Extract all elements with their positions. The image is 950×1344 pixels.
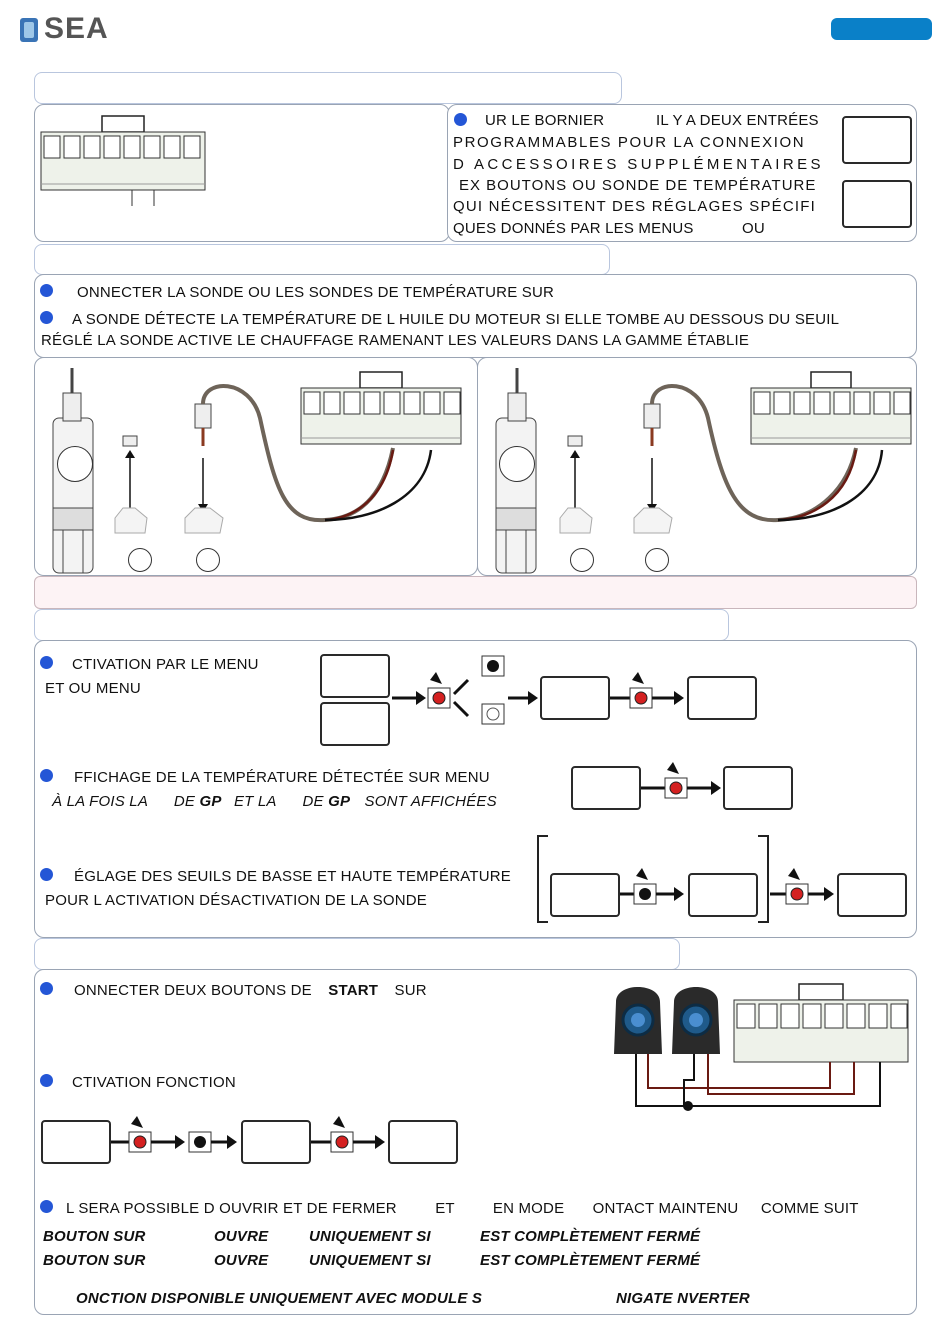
s1-line6b: OU [742,220,765,237]
s4-foot-a: ONCTION DISPONIBLE UNIQUEMENT AVEC MODUL… [76,1290,483,1307]
s4-b3a: L SERA POSSIBLE D OUVRIR ET DE FERMER [66,1200,397,1217]
bullet-4 [40,656,53,669]
logo-mark-icon [20,18,38,42]
s1-line4: EX BOUTONS OU SONDE DE TEMPÉRATURE [459,177,817,194]
flow4-display-c [388,1120,458,1164]
bullet-9 [40,1200,53,1213]
note-bar [34,576,917,609]
s3-b2i1: À LA FOIS LA [52,793,148,810]
s4-b1-line: ONNECTER DEUX BOUTONS DE START SUR [74,982,427,999]
flow4-graphics-a [111,1116,237,1153]
s4-b3d: ONTACT MAINTENU [592,1200,739,1217]
s4-r1d: EST COMPLÈTEMENT FERMÉ [480,1228,701,1245]
flow3-display-a [550,873,620,917]
s3-b1: CTIVATION PAR LE MENU [72,656,259,673]
flow1-display-b [320,702,390,746]
step-circle-l2 [196,548,220,572]
flow2-graphics [641,762,721,799]
s4-b3c: EN MODE [492,1200,565,1217]
s3-b2i4: DE [302,793,324,810]
menu-display-1 [842,116,912,164]
step-circle-r2 [645,548,669,572]
terminal-block-1 [40,115,206,206]
s3-b1b: ET OU MENU [45,680,141,697]
wiring-diagram-left [52,368,462,574]
s4-r2d: EST COMPLÈTEMENT FERMÉ [480,1252,701,1269]
bullet-8 [40,1074,53,1087]
section-header-4 [34,938,680,970]
s3-b3: ÉGLAGE DES SEUILS DE BASSE ET HAUTE TEMP… [74,868,512,885]
s3-b3b: POUR L ACTIVATION DÉSACTIVATION DE LA SO… [45,892,428,909]
s4-b2: CTIVATION FONCTION [72,1074,236,1091]
flow4-display-a [41,1120,111,1164]
s4-r2b: OUVRE [214,1252,269,1269]
menu-display-2 [842,180,912,228]
flow1-display-c [540,676,610,720]
s3-b2i5: SONT AFFICHÉES [364,793,497,810]
section-2-text-box [34,274,917,358]
s4-b1a: ONNECTER DEUX BOUTONS DE [74,982,312,999]
bullet-3 [40,311,53,324]
s4-foot-b: NIGATE NVERTER [616,1290,750,1307]
actuator-label-circle-right [499,446,535,482]
s4-r1b: OUVRE [214,1228,269,1245]
flow4-display-b [241,1120,311,1164]
flow2-display-b [723,766,793,810]
logo-text: SEA [44,12,109,45]
s4-b3b: ET [435,1200,455,1217]
header-badge [831,18,932,40]
s2-b1: ONNECTER LA SONDE OU LES SONDES DE TEMPÉ… [77,284,555,301]
flow4-graphics-b [311,1116,385,1153]
bullet-6 [40,868,53,881]
flow2-display-a [571,766,641,810]
bullet-1 [454,113,467,126]
s4-r1a: BOUTON SUR [43,1228,146,1245]
bullet-7 [40,982,53,995]
flow1-display-a [320,654,390,698]
s1-line1a: UR LE BORNIER [485,112,605,129]
s3-b2gp2: GP [328,793,351,810]
s3-b2: FFICHAGE DE LA TEMPÉRATURE DÉTECTÉE SUR … [74,769,490,786]
s4-b1s: START [328,982,379,999]
logo: SEA [18,12,118,50]
flow3-graphics-a [620,868,684,905]
s1-line6a: QUES DONNÉS PAR LES MENUS [453,220,694,237]
s4-b3e: COMME SUIT [760,1200,859,1217]
s4-b1b: SUR [394,982,427,999]
s2-b2b: RÉGLÉ LA SONDE ACTIVE LE CHAUFFAGE RAMEN… [41,332,750,349]
flow1-graphics [392,655,684,725]
step-circle-r1 [570,548,594,572]
s3-b2i2: DE [173,793,196,810]
section-header-2 [34,244,610,275]
s1-line5: QUI NÉCESSITENT DES RÉGLAGES SPÉCIFI [453,198,816,215]
flow3-display-c [837,873,907,917]
s4-r1c: UNIQUEMENT SI [309,1228,431,1245]
section-1-right-box [447,104,917,242]
flow1-display-d [687,676,757,720]
s3-b2-italic-line: À LA FOIS LA DE GP ET LA DE GP SONT AFFI… [52,793,497,810]
s1-line1b: IL Y A DEUX ENTRÉES [656,112,819,129]
section-header-3 [34,609,729,641]
flow3-display-b [688,873,758,917]
start-buttons-diagram [614,983,909,1111]
s1-line2: PROGRAMMABLES POUR LA CONNEXION [453,134,806,151]
s3-b2gp1: GP [199,793,222,810]
section-header-1 [34,72,622,104]
s4-r2a: BOUTON SUR [43,1252,146,1269]
actuator-label-circle-left [57,446,93,482]
push-button-1-icon [614,987,662,1054]
flow3-brackets [537,835,769,923]
s4-r2c: UNIQUEMENT SI [309,1252,431,1269]
s4-b3-line: L SERA POSSIBLE D OUVRIR ET DE FERMER ET… [66,1200,859,1217]
s2-b2: A SONDE DÉTECTE LA TEMPÉRATURE DE L HUIL… [72,311,840,328]
s3-b2i3: ET LA [233,793,277,810]
bullet-5 [40,769,53,782]
push-button-2-icon [672,987,720,1054]
s1-line3: D ACCESSOIRES SUPPLÉMENTAIRES [453,156,824,173]
bullet-2 [40,284,53,297]
flow3-graphics-b [770,868,834,905]
step-circle-l1 [128,548,152,572]
wiring-diagram-right [495,368,912,574]
